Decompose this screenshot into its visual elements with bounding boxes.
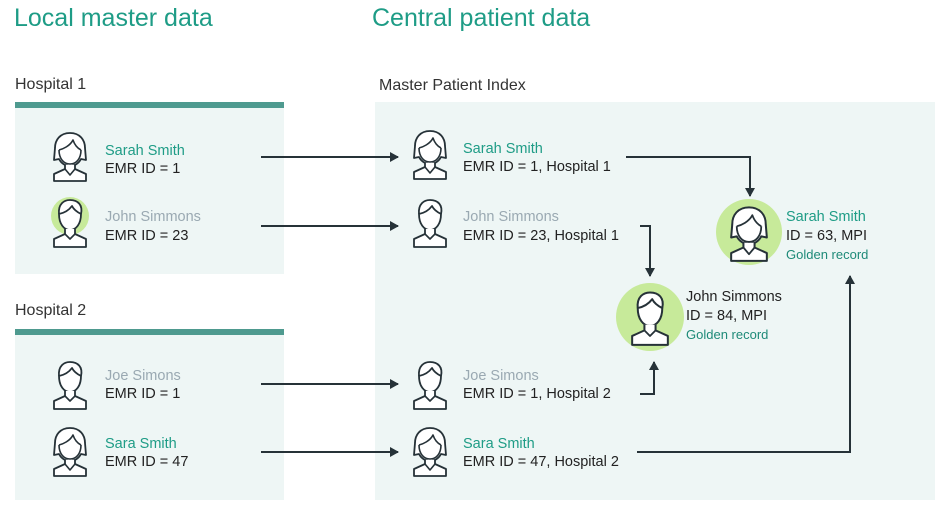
hospital-2-patient-name: Sara Smith: [105, 436, 177, 452]
mpi-record-detail: EMR ID = 1, Hospital 1: [463, 159, 611, 175]
golden-record-name: John Simmons: [686, 289, 782, 305]
hospital-1-patient-name: Sarah Smith: [105, 143, 185, 159]
hospital-2-bar: [15, 329, 284, 335]
golden-record-label: Golden record: [686, 327, 769, 342]
hospital-1-label: Hospital 1: [15, 76, 87, 93]
arrow-joe-to-golden: [640, 361, 659, 395]
mpi-record-name: John Simmons: [463, 209, 559, 225]
central-patient-data-heading: Central patient data: [372, 4, 591, 32]
hospital-2-patient-id: EMR ID = 1: [105, 386, 181, 402]
golden-record-label: Golden record: [786, 247, 869, 262]
mpi-record-name: Joe Simons: [463, 368, 539, 384]
mpi-record-detail: EMR ID = 1, Hospital 2: [463, 386, 611, 402]
arrow-john-to-golden: [640, 225, 655, 277]
arrow-sarah-to-golden: [626, 156, 755, 197]
hospital-1-bar: [15, 102, 284, 108]
mpi-record-name: Sara Smith: [463, 436, 535, 452]
hospital-2-label: Hospital 2: [15, 302, 87, 319]
master-patient-index-label: Master Patient Index: [379, 77, 526, 94]
hospital-2-patient-id: EMR ID = 47: [105, 454, 189, 470]
hospital-1-patient-id: EMR ID = 1: [105, 161, 181, 177]
mpi-record-detail: EMR ID = 23, Hospital 1: [463, 228, 619, 244]
arrow-sara-to-golden: [637, 275, 855, 453]
hospital-1-patient-id: EMR ID = 23: [105, 228, 189, 244]
golden-record-name: Sarah Smith: [786, 209, 866, 225]
local-master-data-heading: Local master data: [14, 4, 213, 32]
hospital-2-patient-name: Joe Simons: [105, 368, 181, 384]
golden-record-id: ID = 84, MPI: [686, 308, 767, 324]
hospital-1-patient-name: John Simmons: [105, 209, 201, 225]
mpi-record-detail: EMR ID = 47, Hospital 2: [463, 454, 619, 470]
mpi-record-name: Sarah Smith: [463, 141, 543, 157]
golden-record-id: ID = 63, MPI: [786, 228, 867, 244]
